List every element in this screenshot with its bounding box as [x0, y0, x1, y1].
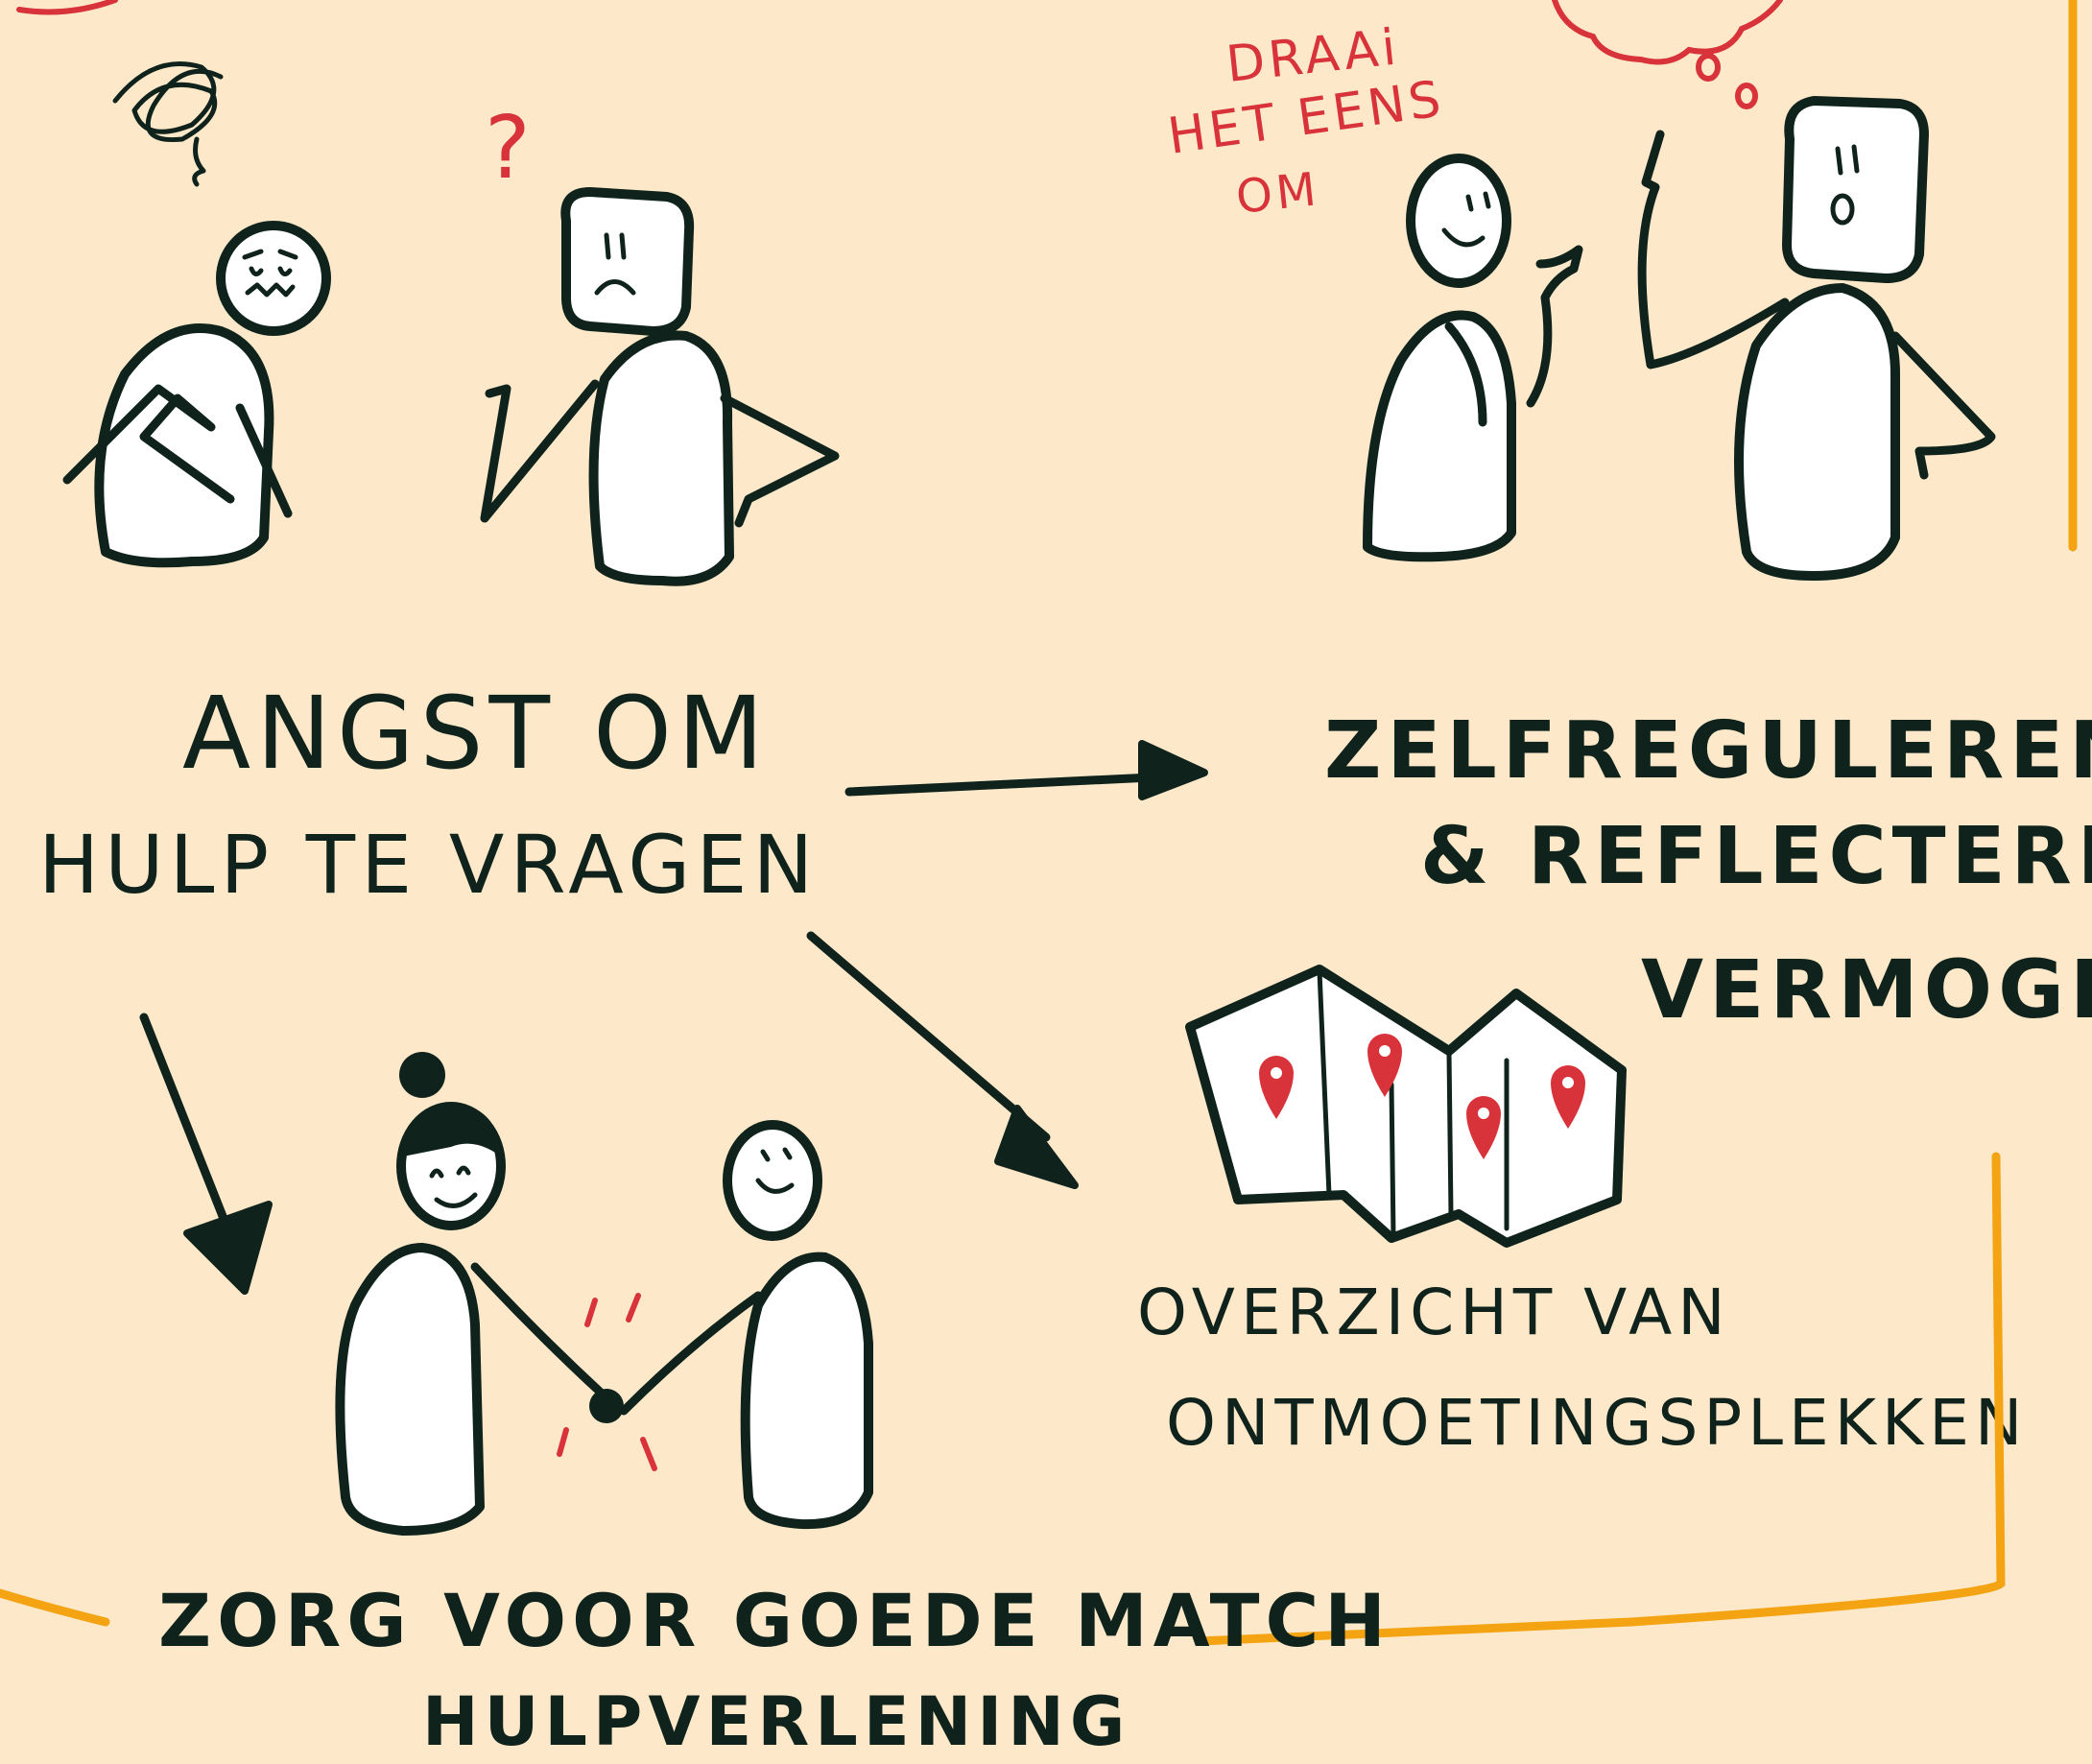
confused-person-figure: ?: [480, 98, 840, 586]
handshake-icon: [335, 1052, 873, 1536]
woman-figure: [335, 1052, 506, 1536]
map-icon: [1185, 965, 1627, 1248]
location-pin-icon: [1259, 1056, 1294, 1119]
overview-label: OVERZICHT VAN ONTMOETINGSPLEKKEN: [1137, 1275, 2028, 1460]
location-pin-icon: [1551, 1065, 1585, 1129]
selfreg-label-line-2: & REFLECTEREND: [1420, 811, 2092, 902]
speech-text: DRAAi HET EENS OM: [1164, 18, 1447, 225]
thought-bubble-icon: [1552, 0, 1783, 109]
overview-label-line-1: OVERZICHT VAN: [1137, 1275, 1731, 1349]
question-mark-icon: ?: [485, 98, 535, 199]
overview-label-line-2: ONTMOETINGSPLEKKEN: [1166, 1386, 2028, 1460]
fear-label-line-2: HULP TE VRAGEN: [38, 818, 819, 912]
orange-frame-right-bottom: [1195, 1152, 2006, 1646]
surprised-person-figure: [1637, 96, 1996, 581]
fear-label: ANGST OM HULP TE VRAGEN: [38, 675, 819, 912]
match-label: ZORG VOOR GOEDE MATCH HULPVERLENING: [158, 1578, 1391, 1761]
location-pin-icon: [1466, 1096, 1501, 1159]
red-arc-fragment: [16, 0, 118, 15]
match-label-line-2: HULPVERLENING: [422, 1682, 1130, 1761]
fear-label-line-1: ANGST OM: [182, 675, 770, 792]
arrow-down-icon: [139, 1013, 273, 1295]
selfreg-label-line-1: ZELFREGULEREND: [1324, 705, 2092, 797]
reflecting-person-figure: [1363, 154, 1583, 562]
speech-line-3: OM: [1233, 162, 1322, 225]
man-figure: [723, 1120, 873, 1530]
anxious-person-figure: [62, 61, 331, 568]
selfreg-label: ZELFREGULEREND & REFLECTEREND VERMOGEN: [1324, 705, 2092, 1037]
arrow-icon: [844, 740, 1208, 800]
scribble-icon: [112, 61, 224, 187]
match-label-line-1: ZORG VOOR GOEDE MATCH: [158, 1578, 1391, 1663]
orange-line-left: [0, 1588, 110, 1627]
location-pin-icon: [1367, 1034, 1402, 1097]
arrow-diagonal-icon: [806, 931, 1079, 1189]
selfreg-label-line-3: VERMOGEN: [1641, 942, 2092, 1037]
